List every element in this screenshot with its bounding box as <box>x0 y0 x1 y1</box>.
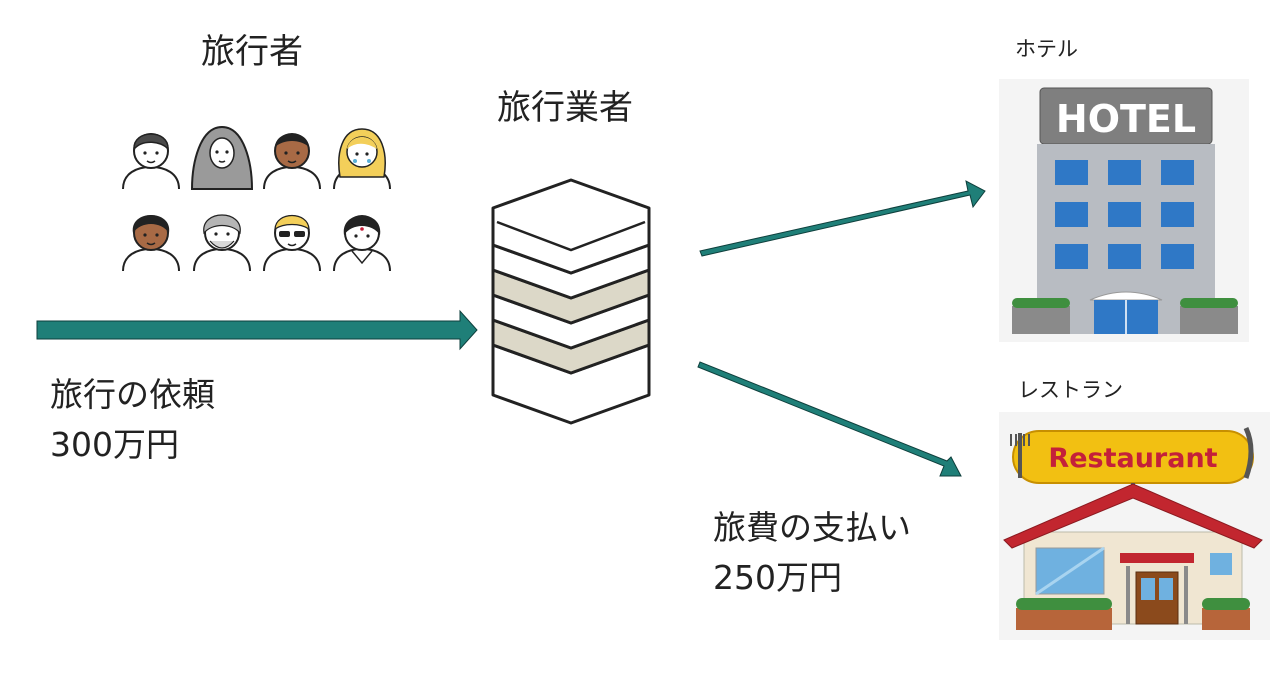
travel-agency-stack-icon <box>491 178 651 425</box>
traveler-icon <box>122 215 180 272</box>
restaurant-title: レストラン <box>1018 378 1123 402</box>
agency-title: 旅行業者 <box>497 88 633 128</box>
traveler-icon <box>193 214 251 272</box>
traveler-icon <box>263 215 321 272</box>
payment-flow-label: 旅費の支払い 250万円 <box>713 503 911 602</box>
traveler-icon <box>263 133 321 190</box>
request-flow-label: 旅行の依頼 300万円 <box>50 370 215 469</box>
traveler-icon <box>122 133 180 190</box>
restaurant-payment-arrow <box>697 361 962 477</box>
hotel-sign: HOTEL <box>1056 97 1196 141</box>
traveler-group <box>122 125 391 272</box>
request-arrow <box>36 309 478 351</box>
traveler-icon <box>190 125 254 190</box>
request-flow-description: 旅行の依頼 <box>50 375 215 414</box>
payment-flow-amount: 250万円 <box>713 557 842 597</box>
traveler-icon <box>333 215 391 272</box>
payment-flow-description: 旅費の支払い <box>713 508 911 547</box>
restaurant-sign: Restaurant <box>1048 443 1217 474</box>
hotel-payment-arrow <box>699 180 986 257</box>
travelers-title: 旅行者 <box>201 32 303 72</box>
request-flow-amount: 300万円 <box>50 424 179 464</box>
traveler-icon <box>333 128 391 190</box>
hotel-building-icon: HOTEL <box>999 79 1249 342</box>
hotel-title: ホテル <box>1015 37 1078 61</box>
restaurant-building-icon: Restaurant <box>999 412 1270 640</box>
